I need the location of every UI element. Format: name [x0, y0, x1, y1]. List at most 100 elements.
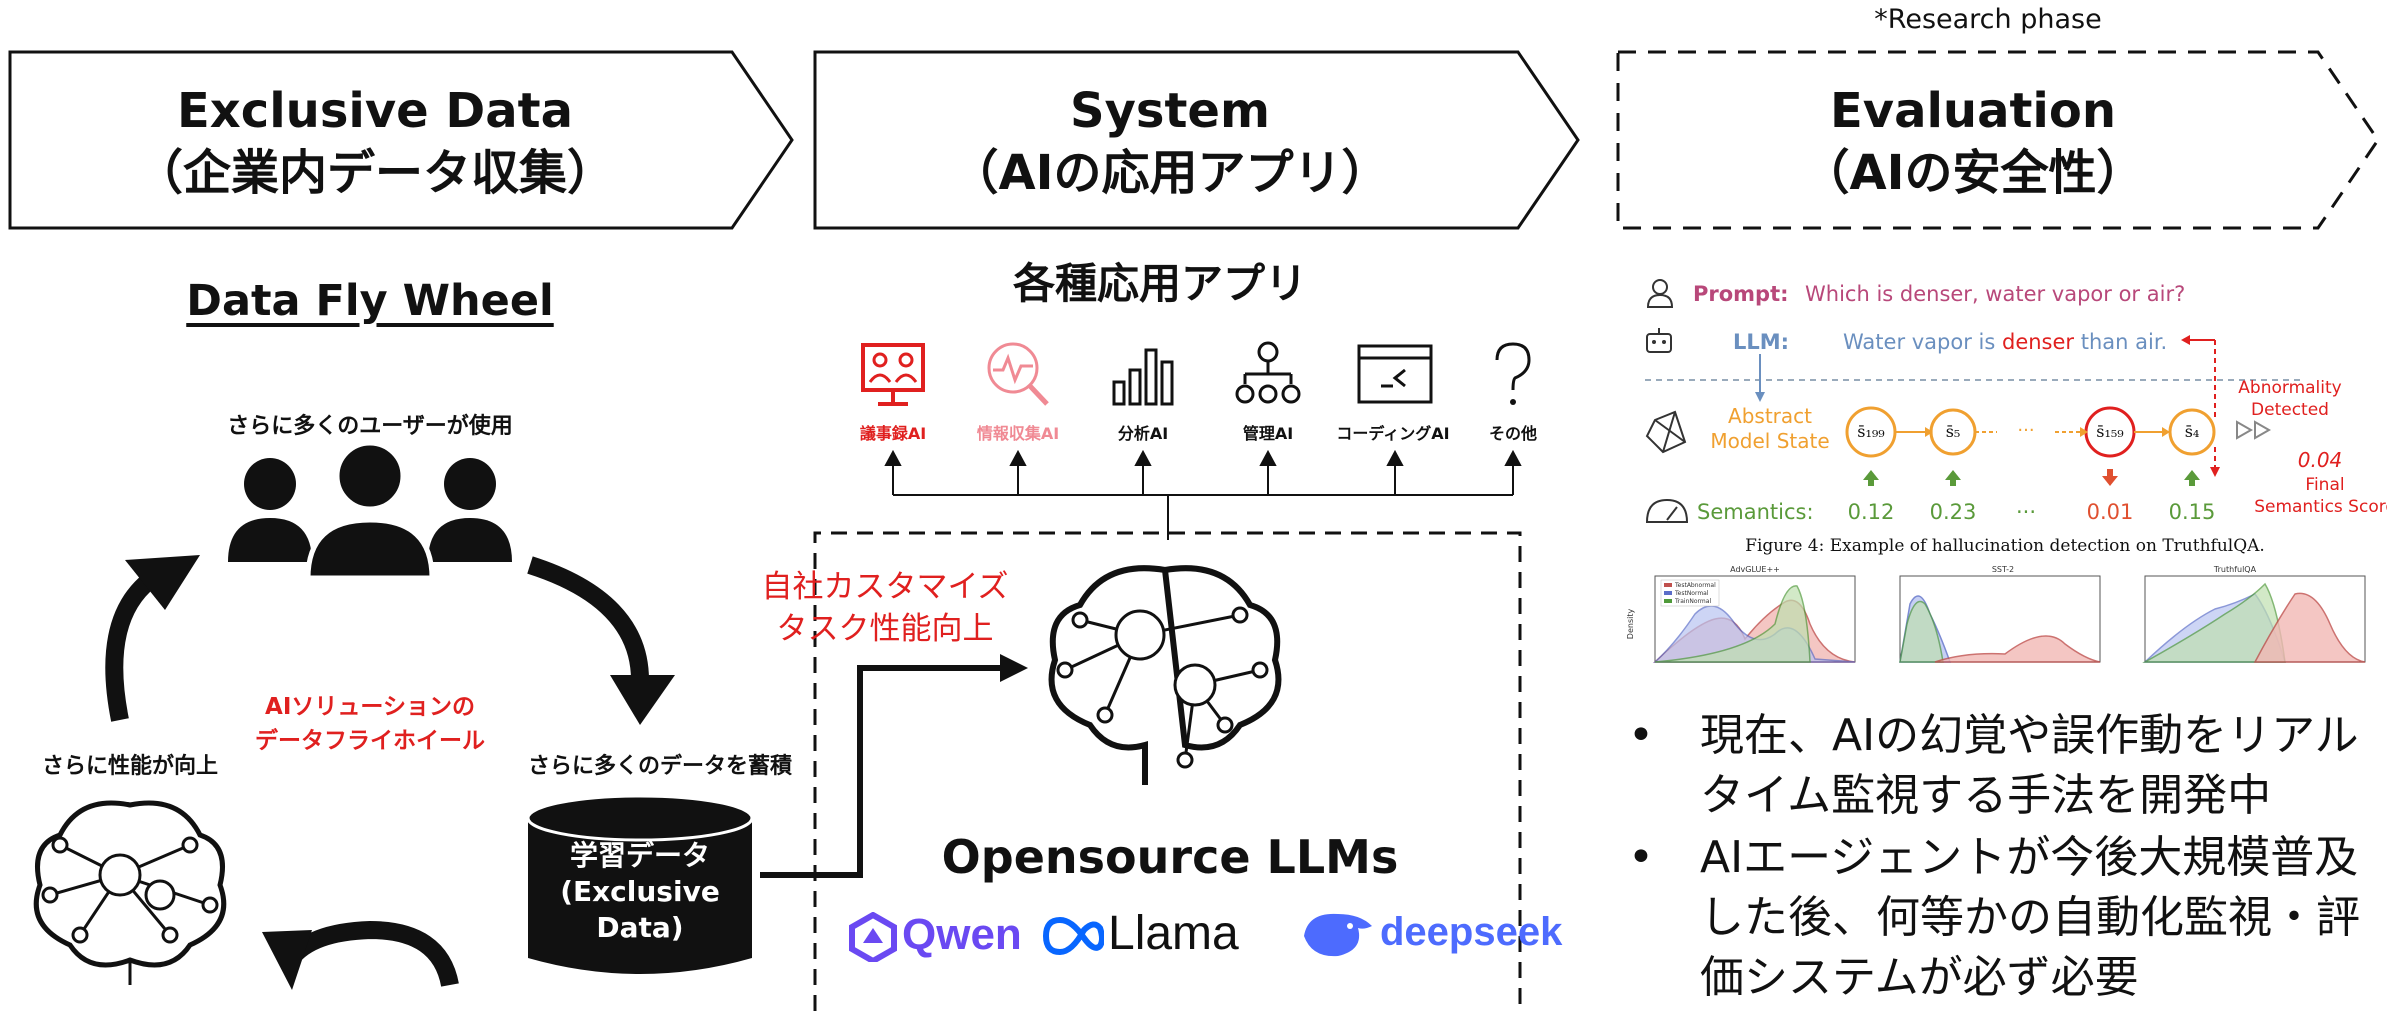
state-label-line2: Model State	[1710, 429, 1830, 453]
figure-caption: Figure 4: Example of hallucination detec…	[1745, 536, 2265, 556]
hallucination-figure: Prompt: Which is denser, water vapor or …	[1625, 272, 2387, 692]
large-brain-icon	[1048, 565, 1282, 785]
custom-text-line2: タスク性能向上	[776, 611, 994, 647]
plot-ylabel: Density	[1626, 609, 1635, 640]
prompt-label: Prompt:	[1693, 282, 1789, 306]
brain-icon	[33, 800, 227, 985]
final-value: 0.04	[2297, 448, 2343, 472]
banner-2-title: System	[1070, 83, 1270, 139]
bullet-2-text: AIエージェントが今後大規模普及した後、何等かの自動化監視・評価システムが必ず必…	[1700, 832, 2360, 1003]
semantic-1: 0.12	[1847, 500, 1895, 524]
llm-text-part3: than air.	[2074, 330, 2168, 354]
final-label: Final Semantics Score	[2245, 474, 2387, 518]
final-label-line2: Semantics Score	[2254, 497, 2387, 517]
users-icon	[228, 440, 512, 580]
flywheel-top-label: さらに多くのユーザーが使用	[227, 414, 513, 439]
state-label-line1: Abstract	[1728, 404, 1812, 428]
app-label-3: 分析AI	[1117, 424, 1169, 443]
bar-chart-icon	[1112, 348, 1174, 406]
plot-title-1: AdvGLUE++	[1730, 565, 1780, 574]
custom-text-line1: 自社カスタマイズ	[761, 569, 1009, 605]
legend-train-normal: TrainNormal	[1674, 598, 1711, 605]
database-label-line3: Data)	[596, 911, 684, 944]
custom-text: 自社カスタマイズ タスク性能向上	[755, 566, 1015, 650]
prompt-text: Which is denser, water vapor or air?	[1805, 282, 2186, 306]
legend-test-abnormal: TestAbnormal	[1674, 582, 1716, 589]
plot-title-2: SST-2	[1992, 565, 2014, 574]
flywheel-center-line1: AIソリューションの	[265, 694, 475, 720]
flywheel-title: Data Fly Wheel	[186, 276, 554, 326]
database-icon	[526, 794, 754, 974]
banner-3-title: Evaluation	[1829, 83, 2117, 139]
banner-1-title: Exclusive Data	[177, 83, 573, 139]
llm-label: LLM:	[1733, 330, 1790, 354]
banner-2-text: System （AIの応用アプリ）	[825, 80, 1515, 204]
state-3: s̄₁₅₉	[2096, 422, 2124, 441]
qwen-logo-text: Qwen	[902, 910, 1022, 959]
semantic-4: 0.15	[2168, 500, 2216, 524]
state-label: Abstract Model State	[1700, 404, 1840, 454]
llama-logo-text: Llama	[1108, 907, 1239, 960]
abnormality-line1: Abnormality	[2238, 378, 2342, 398]
banner-1-text: Exclusive Data （企業内データ収集）	[20, 80, 730, 204]
meta-logo-icon	[1042, 916, 1104, 956]
figure-lines	[1645, 335, 2305, 523]
deepseek-logo-text: deepseek	[1380, 910, 1563, 954]
abnormality-line2: Detected	[2251, 400, 2329, 420]
org-chart-icon	[1235, 341, 1301, 404]
database-label-line1: 学習データ	[569, 839, 710, 872]
search-analysis-icon	[987, 342, 1049, 406]
banner-2-subtitle: （AIの応用アプリ）	[950, 145, 1390, 201]
banner-3-subtitle: （AIの安全性）	[1801, 145, 2145, 201]
person-icon	[1646, 279, 1674, 308]
bullet-2-dot: •	[1628, 832, 1654, 883]
legend-test-normal: TestNormal	[1674, 590, 1709, 597]
terminal-icon	[1357, 344, 1433, 404]
llm-text-denser: denser	[2002, 330, 2075, 354]
bullet-2: • AIエージェントが今後大規模普及した後、何等かの自動化監視・評価システムが必…	[1628, 828, 2368, 1008]
state-ellipsis: ···	[2017, 420, 2035, 441]
llm-text-part1: Water vapor is	[1843, 330, 2002, 354]
database-label: 学習データ (Exclusive Data)	[540, 838, 740, 946]
apps-title: 各種応用アプリ	[1012, 259, 1307, 308]
llm-box-border	[813, 531, 1522, 1011]
final-label-line1: Final	[2305, 475, 2345, 495]
banner-3-text: Evaluation （AIの安全性）	[1628, 80, 2318, 204]
app-label-6: その他	[1488, 424, 1537, 443]
app-label-5: コーディングAI	[1336, 424, 1450, 443]
question-icon	[1495, 342, 1531, 405]
database-label-line2: (Exclusive	[560, 875, 720, 908]
density-plots: AdvGLUE++ SST-2 TruthfulQA Density TestA…	[1626, 565, 2366, 663]
app-label-4: 管理AI	[1242, 424, 1294, 443]
banner-evaluation	[1616, 50, 2380, 230]
state-1: s̄₁₉₉	[1857, 422, 1885, 441]
semantic-ellipsis: ···	[2015, 500, 2037, 524]
bullet-1-text: 現在、AIの幻覚や誤作動をリアルタイム監視する手法を開発中	[1700, 710, 2359, 821]
semantic-3: 0.01	[2086, 500, 2134, 524]
flywheel-left-label: さらに性能が向上	[41, 754, 218, 779]
flywheel-right-label: さらに多くのデータを蓄積	[527, 754, 792, 779]
flywheel-arrows	[105, 555, 675, 990]
state-2: s̄₅	[1945, 422, 1961, 441]
semantics-label: Semantics:	[1697, 500, 1814, 524]
app-label-2: 情報収集AI	[976, 424, 1060, 443]
semantic-2: 0.23	[1929, 500, 1977, 524]
bullet-1-dot: •	[1628, 710, 1654, 761]
llm-text: Water vapor is denser than air.	[1843, 330, 2167, 354]
app-label-1: 議事録AI	[859, 424, 927, 443]
robot-icon	[1646, 328, 1672, 353]
llm-title: Opensource LLMs	[941, 830, 1399, 884]
deepseek-logo-icon	[1304, 913, 1372, 957]
plot-title-3: TruthfulQA	[2213, 565, 2257, 574]
flywheel-center-text: AIソリューションの データフライホイール	[230, 690, 510, 758]
meeting-icon	[861, 343, 925, 406]
abnormality-label: Abnormality Detected	[2225, 377, 2355, 421]
qwen-logo-icon	[849, 912, 897, 962]
banner-system	[813, 50, 1580, 230]
research-note: *Research phase	[1874, 4, 2102, 35]
banner-1-subtitle: （企業内データ収集）	[134, 145, 615, 201]
bullet-1: • 現在、AIの幻覚や誤作動をリアルタイム監視する手法を開発中	[1628, 706, 2368, 834]
flywheel-center-line2: データフライホイール	[255, 728, 485, 754]
